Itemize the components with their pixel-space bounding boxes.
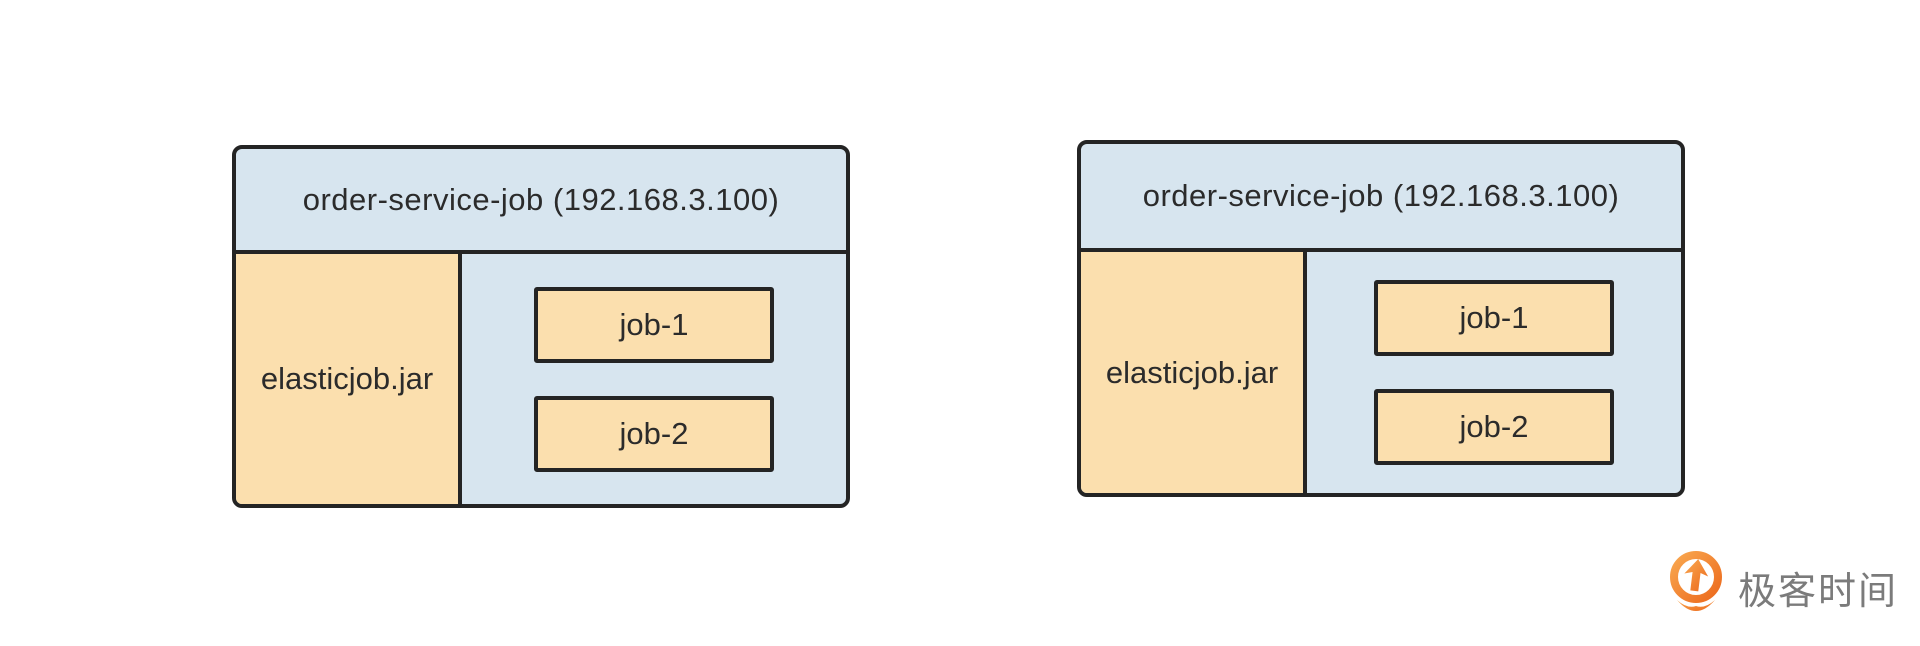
jobs-area: job-1 job-2	[462, 254, 846, 504]
job-box: job-2	[534, 395, 774, 472]
node-title: order-service-job (192.168.3.100)	[236, 149, 846, 254]
job-box: job-1	[534, 286, 774, 363]
node-body: elasticjob.jar job-1 job-2	[1081, 252, 1681, 493]
job-label: job-1	[619, 306, 689, 342]
jar-panel: elasticjob.jar	[236, 254, 462, 504]
node-title: order-service-job (192.168.3.100)	[1081, 144, 1681, 252]
jobs-area: job-1 job-2	[1307, 252, 1681, 493]
job-label: job-1	[1459, 300, 1529, 335]
job-box: job-2	[1374, 389, 1614, 465]
geektime-logo-text: 极客时间	[1738, 571, 1899, 613]
geektime-pin-arrow-icon	[1664, 548, 1728, 627]
service-node-1: order-service-job (192.168.3.100) elasti…	[232, 145, 850, 508]
job-label: job-2	[1459, 409, 1529, 444]
node-body: elasticjob.jar job-1 job-2	[236, 254, 846, 504]
jar-label: elasticjob.jar	[1105, 354, 1279, 390]
jar-label: elasticjob.jar	[260, 361, 434, 396]
job-label: job-2	[619, 415, 689, 451]
service-node-2: order-service-job (192.168.3.100) elasti…	[1077, 140, 1685, 497]
geektime-logo: 极客时间	[1664, 548, 1898, 627]
job-box: job-1	[1374, 280, 1614, 356]
jar-panel: elasticjob.jar	[1081, 252, 1307, 493]
